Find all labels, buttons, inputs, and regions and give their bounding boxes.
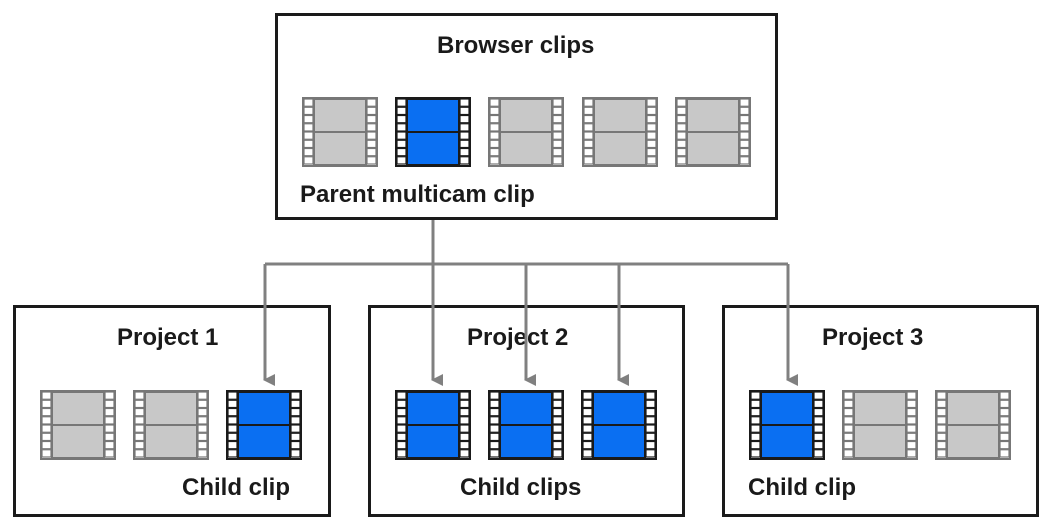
- project-1-title: Project 1: [117, 324, 219, 351]
- browser-clip-3: [488, 97, 564, 167]
- project-1-clip-1: [40, 390, 116, 460]
- project-3-clip-1: [749, 390, 825, 460]
- project-1-clip-3: [226, 390, 302, 460]
- browser-clip-2-selected: [395, 97, 471, 167]
- project-2-caption: Child clips: [460, 474, 582, 501]
- browser-clip-1: [302, 97, 378, 167]
- project-2-clip-3: [581, 390, 657, 460]
- project-3-clip-2: [842, 390, 918, 460]
- browser-clips-title: Browser clips: [437, 32, 595, 59]
- browser-clip-4: [582, 97, 658, 167]
- browser-clip-5: [675, 97, 751, 167]
- parent-multicam-caption: Parent multicam clip: [300, 181, 535, 208]
- project-3-caption: Child clip: [748, 474, 856, 501]
- project-3-clip-3: [935, 390, 1011, 460]
- project-1-clip-2: [133, 390, 209, 460]
- project-1-caption: Child clip: [182, 474, 290, 501]
- project-2-clip-2: [488, 390, 564, 460]
- project-2-clip-1: [395, 390, 471, 460]
- project-3-title: Project 3: [822, 324, 924, 351]
- project-2-title: Project 2: [467, 324, 569, 351]
